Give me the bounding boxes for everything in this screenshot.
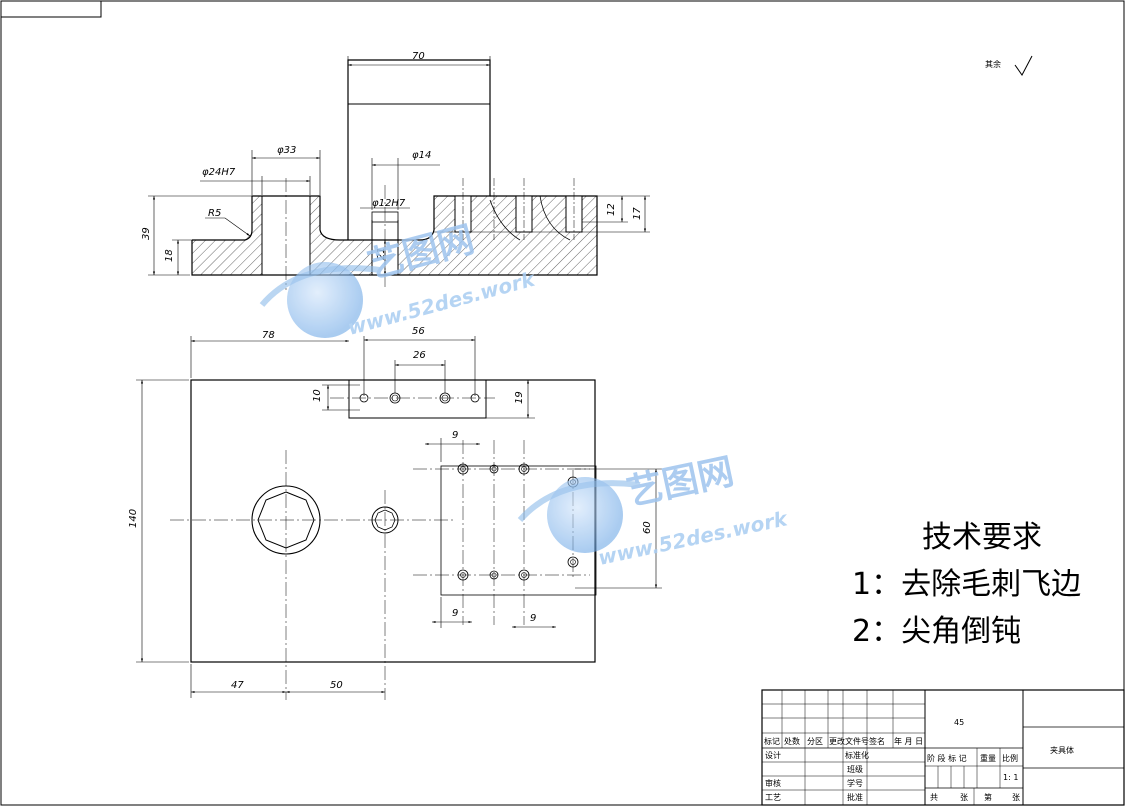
dim-phi12h7: φ12H7 — [372, 198, 406, 209]
roughness-symbol: 其余 — [985, 55, 1033, 76]
dim-26: 26 — [413, 350, 426, 361]
material: 45 — [954, 718, 964, 727]
title-block — [761, 689, 1125, 806]
dim-19: 19 — [514, 391, 525, 404]
dim-140: 140 — [128, 509, 139, 528]
sheets-label-2: 张 — [1012, 793, 1020, 802]
role-student-no: 学号 — [847, 778, 863, 788]
dim-78: 78 — [262, 330, 275, 341]
total-label: 共 — [930, 793, 938, 802]
dim-39: 39 — [141, 227, 152, 240]
sheets-label: 张 — [960, 793, 968, 802]
stage-mark: 阶 段 标 记 — [927, 753, 967, 763]
dim-12: 12 — [606, 203, 617, 216]
dim-9-left: 9 — [452, 608, 458, 619]
role-standardize: 标准化 — [845, 750, 869, 760]
dim-9-right: 9 — [530, 613, 536, 624]
sheet-no-label: 第 — [984, 792, 992, 802]
header-sign: 签名 — [869, 736, 885, 746]
dim-47: 47 — [231, 680, 244, 691]
dim-r5: R5 — [208, 208, 221, 219]
dim-phi14: φ14 — [412, 150, 431, 161]
role-process: 工艺 — [765, 793, 781, 802]
role-review: 审核 — [765, 778, 781, 788]
tech-item-1: 1：去除毛刺飞边 — [852, 567, 1081, 602]
watermark-2: 艺图网 www.52des.work — [517, 451, 791, 570]
roughness-label: 其余 — [985, 59, 1001, 69]
dim-9-top: 9 — [452, 430, 458, 441]
dim-10: 10 — [312, 389, 323, 402]
globe-icon — [287, 262, 363, 338]
globe-icon — [547, 477, 623, 553]
role-class: 班级 — [847, 764, 863, 774]
watermark-name: 艺图网 — [364, 219, 479, 287]
plan-dimensions — [136, 336, 662, 698]
dim-60: 60 — [642, 521, 653, 534]
weight-label: 重量 — [980, 753, 996, 763]
dim-56: 56 — [412, 326, 425, 337]
dim-phi24h7: φ24H7 — [202, 167, 236, 178]
tech-requirements: 技术要求 1：去除毛刺飞边 2：尖角倒钝 — [852, 520, 1081, 649]
section-dimensions — [148, 56, 650, 276]
dim-18: 18 — [164, 249, 175, 262]
tech-title: 技术要求 — [922, 520, 1042, 555]
dim-17: 17 — [632, 207, 643, 220]
watermark-name: 艺图网 — [623, 451, 737, 514]
header-mark: 标记 — [764, 736, 780, 746]
tech-item-2: 2：尖角倒钝 — [852, 614, 1021, 649]
header-count: 处数 — [784, 736, 800, 746]
scale-value: 1: 1 — [1003, 773, 1018, 782]
ratio-label: 比例 — [1002, 753, 1018, 763]
header-zone: 分区 — [807, 737, 823, 746]
part-name: 夹具体 — [1050, 745, 1074, 755]
section-view — [191, 59, 598, 290]
dim-70: 70 — [412, 51, 425, 62]
dim-phi33: φ33 — [277, 145, 296, 156]
watermark-url: www.52des.work — [596, 506, 791, 570]
header-doc-no: 更改文件号 — [829, 736, 869, 746]
dim-21: 21 — [376, 247, 387, 260]
roughness-check-icon — [1014, 55, 1033, 76]
plan-centerlines — [170, 397, 590, 700]
role-design: 设计 — [765, 750, 781, 760]
dim-50: 50 — [330, 680, 343, 691]
role-approve: 批准 — [847, 792, 863, 802]
header-date: 年 月 日 — [894, 736, 923, 746]
